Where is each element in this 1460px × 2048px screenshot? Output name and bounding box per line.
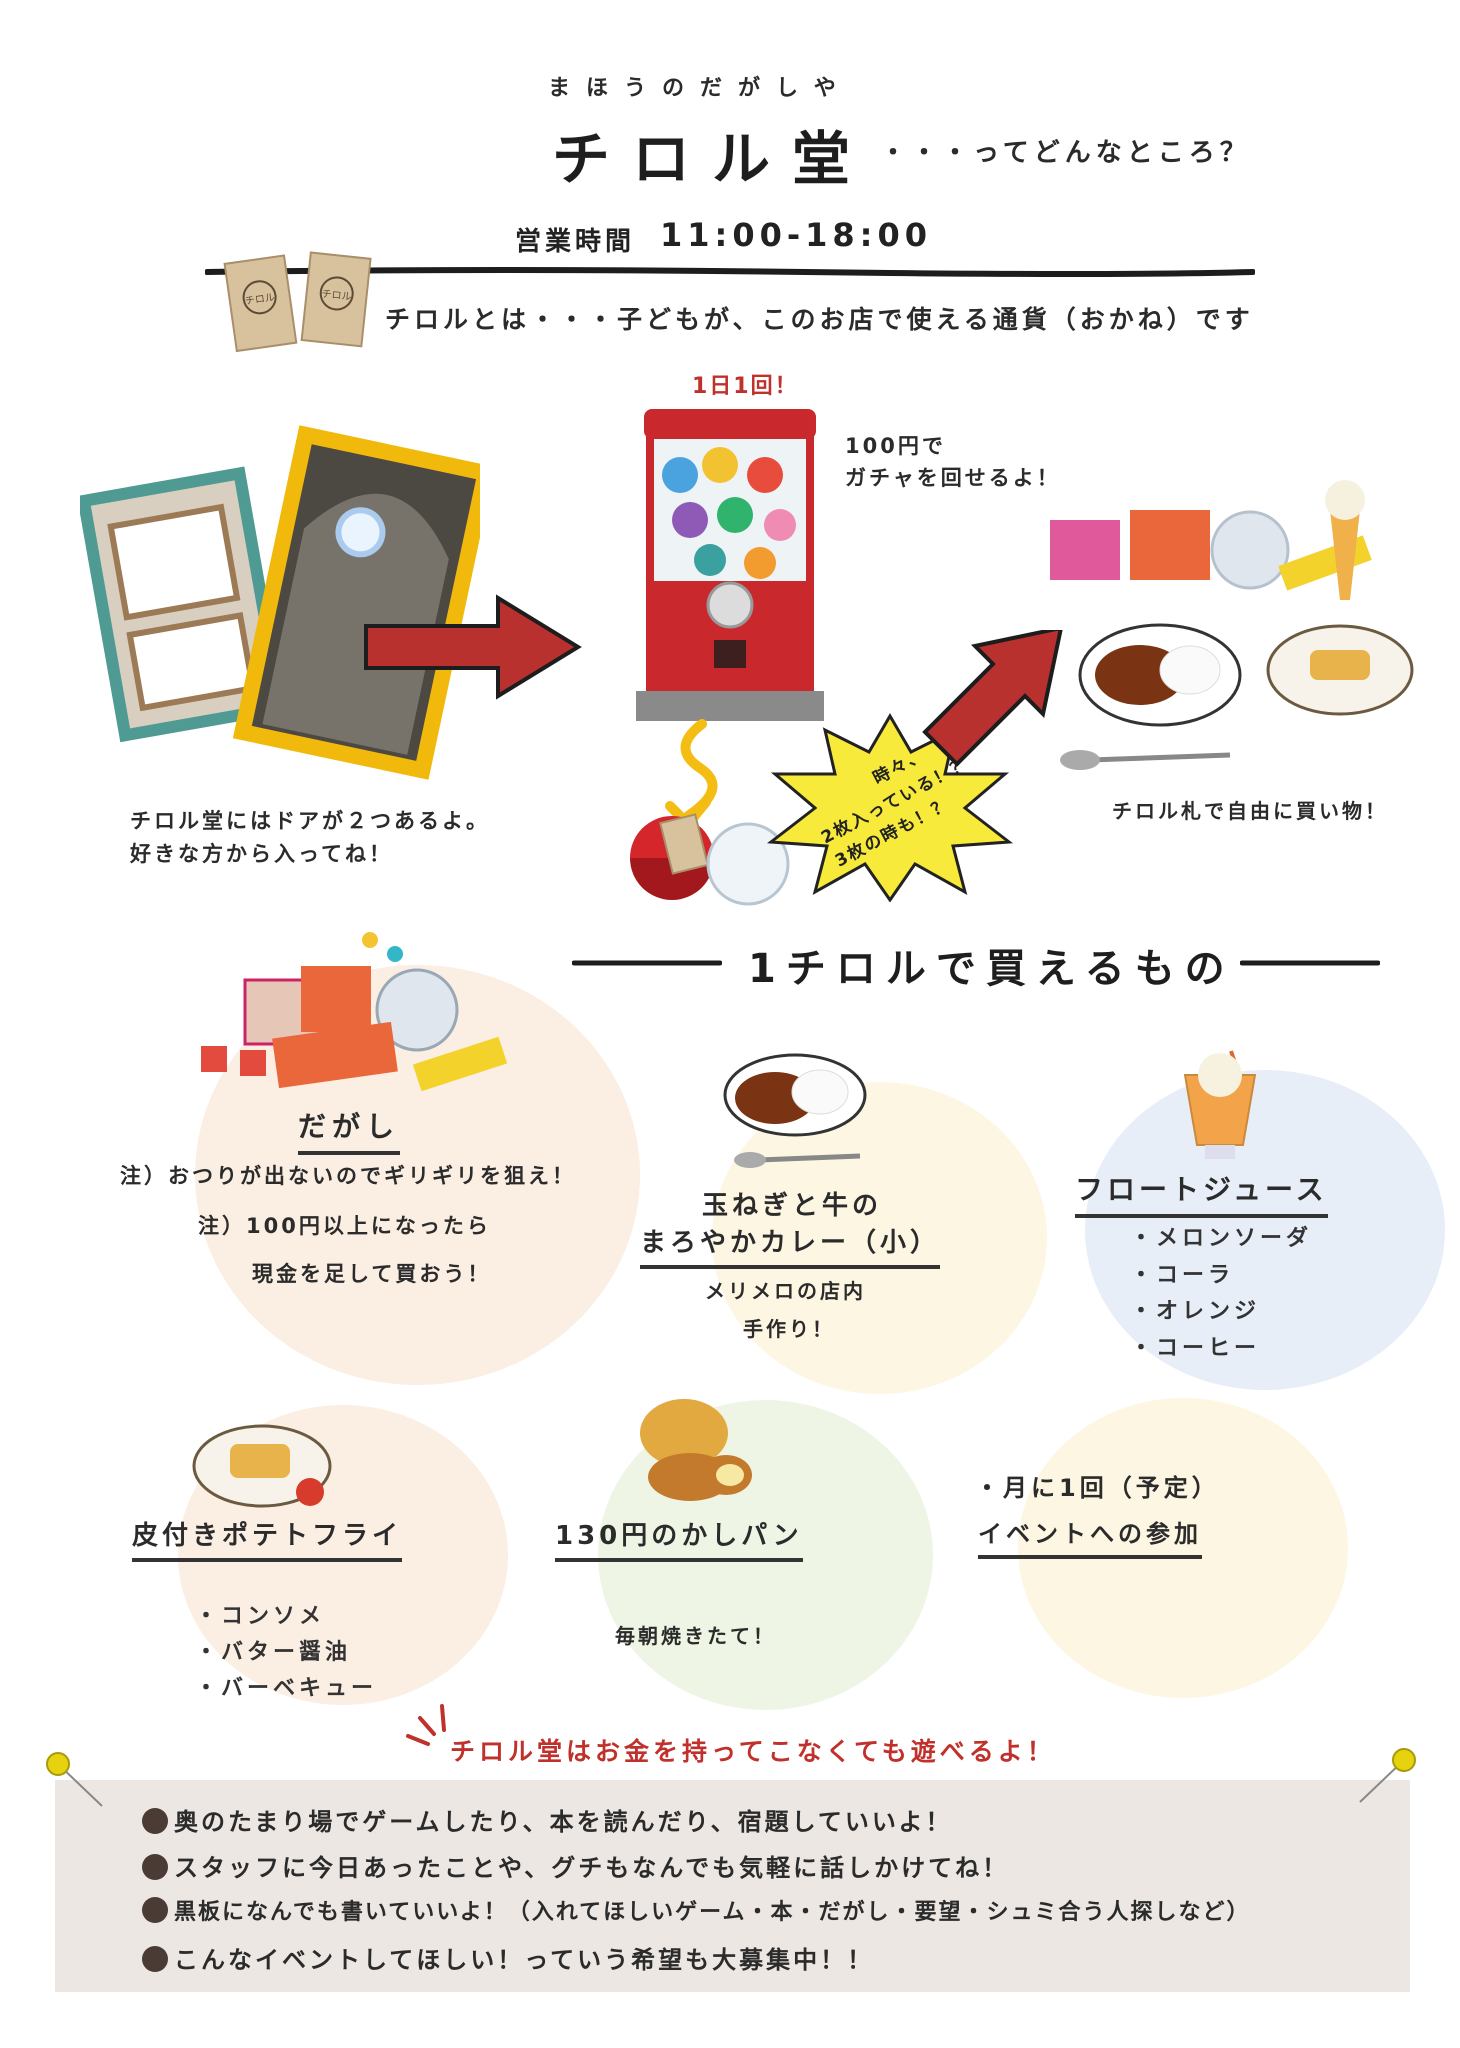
title-ruby: まほうのだがしや <box>548 76 852 101</box>
curry-title-2: まろやかカレー（小） <box>640 1222 941 1269</box>
hours-value: 11:00-18:00 <box>660 216 932 254</box>
bullet-dot-icon <box>142 1897 168 1923</box>
door-caption-2: 好きな方から入ってね！ <box>130 842 393 866</box>
dagashi-image <box>201 932 508 1092</box>
potato-fries-image <box>192 1424 332 1508</box>
gacha-machine-image <box>636 409 824 721</box>
svg-text:チロル: チロル <box>244 291 275 307</box>
potato-option-1: ・コンソメ <box>195 1604 326 1629</box>
bread-desc: 毎朝焼きたて！ <box>615 1624 776 1648</box>
footer-headline: チロル堂はお金を持ってこなくても遊べるよ！ <box>450 1737 1056 1766</box>
sparkle-marks <box>406 1704 446 1746</box>
footer-bullet-4: こんなイベントしてほしい！っていう希望も大募集中！！ <box>142 1940 874 1975</box>
arrow-up-right-icon <box>922 630 1063 767</box>
arrow-right-icon <box>364 594 582 700</box>
curry-title-1: 玉ねぎと牛の <box>702 1191 883 1221</box>
juice-option-1: ・メロンソーダ <box>1130 1226 1313 1251</box>
footer-bullet-3: 黒板になんでも書いていいよ！（入れてほしいゲーム・本・だがし・要望・シュミ合う人… <box>142 1894 1250 1926</box>
bread-title: 130円のかしパン <box>555 1515 803 1562</box>
bullet-dot-icon <box>142 1808 168 1834</box>
once-a-day-label: 1日1回！ <box>692 374 799 399</box>
curry-desc-2: 手作り！ <box>743 1317 835 1341</box>
gacha-caption-2: ガチャを回せるよ！ <box>845 466 1061 490</box>
page-title: チロル堂 <box>552 125 873 193</box>
gacha-caption-1: 100円で <box>845 434 946 458</box>
curry-image <box>723 1053 867 1168</box>
divider-brush <box>205 267 1255 277</box>
event-line-1: ・月に1回（予定） <box>975 1474 1220 1502</box>
potato-option-3: ・バーベキュー <box>195 1676 378 1701</box>
pin-right-icon <box>1359 1748 1416 1803</box>
section-title: 1チロルで買えるもの <box>748 946 1235 992</box>
dagashi-note-1: 注）おつりが出ないのでギリギリを狙え！ <box>120 1164 576 1188</box>
starburst-note <box>766 713 1014 902</box>
door-photos <box>80 425 480 780</box>
section-divider-right <box>1240 960 1380 966</box>
curry-bg-circle <box>712 1082 1047 1394</box>
dagashi-note-3: 現金を足して買おう！ <box>252 1262 492 1286</box>
event-bg-circle <box>1018 1398 1348 1698</box>
pin-left-icon <box>46 1752 103 1807</box>
hours-label: 営業時間 <box>515 227 636 257</box>
footer-bullet-1: 奥のたまり場でゲームしたり、本を読んだり、宿題していいよ！ <box>142 1802 952 1837</box>
float-juice-image <box>1183 1050 1257 1159</box>
capsule-image <box>630 719 790 906</box>
door-caption-1: チロル堂にはドアが２つあるよ。 <box>130 809 490 833</box>
juice-option-2: ・コーラ <box>1130 1263 1235 1288</box>
tirol-description: チロルとは・・・子どもが、このお店で使える通貨（おかね）です <box>385 305 1254 334</box>
potato-option-2: ・バター醤油 <box>195 1640 352 1665</box>
bullet-dot-icon <box>142 1946 168 1972</box>
title-suffix: ・・・ってどんなところ？ <box>880 138 1251 168</box>
melon-bread-image <box>640 1399 752 1501</box>
juice-bg-circle <box>1085 1070 1445 1390</box>
buy-caption: チロル札で自由に買い物！ <box>1112 799 1388 823</box>
event-line-2: イベントへの参加 <box>978 1514 1202 1559</box>
juice-option-3: ・オレンジ <box>1130 1299 1261 1324</box>
bullet-dot-icon <box>142 1854 168 1880</box>
section-divider-left <box>572 960 722 966</box>
footer-panel <box>55 1780 1410 1992</box>
svg-text:チロル: チロル <box>321 288 352 303</box>
dagashi-note-2: 注）100円以上になったら <box>198 1214 491 1238</box>
curry-desc-1: メリメロの店内 <box>705 1279 866 1303</box>
juice-option-4: ・コーヒー <box>1130 1336 1261 1361</box>
potato-title: 皮付きポテトフライ <box>132 1515 403 1562</box>
juice-title: フロートジュース <box>1075 1168 1328 1218</box>
tirol-ticket-icon: チロル チロル <box>223 251 372 353</box>
food-cluster-image <box>1050 480 1414 770</box>
dagashi-title: だがし <box>298 1105 401 1155</box>
footer-bullet-2: スタッフに今日あったことや、グチもなんでも気軽に話しかけてね！ <box>142 1848 1009 1883</box>
